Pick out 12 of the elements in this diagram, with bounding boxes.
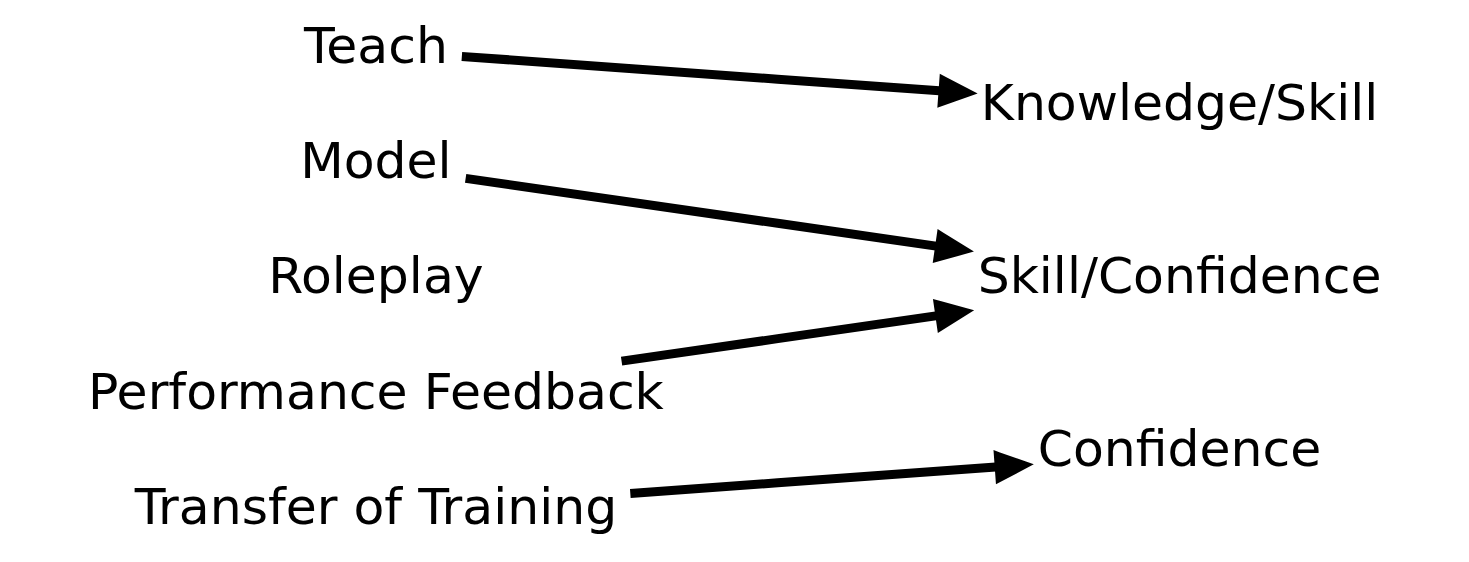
node-text: Confidence xyxy=(1037,419,1322,479)
arrow xyxy=(461,51,978,108)
node-text: Teach xyxy=(303,15,448,75)
arrow xyxy=(620,298,975,366)
node-text: Performance Feedback xyxy=(88,361,664,421)
node-text: Skill/Confidence xyxy=(977,246,1382,306)
node-text: Transfer of Training xyxy=(134,477,618,537)
node-text: Knowledge/Skill xyxy=(980,73,1379,133)
arrow xyxy=(465,173,974,263)
node-text: Roleplay xyxy=(268,246,484,306)
node-text: Model xyxy=(300,131,452,191)
arrow xyxy=(630,450,1034,498)
